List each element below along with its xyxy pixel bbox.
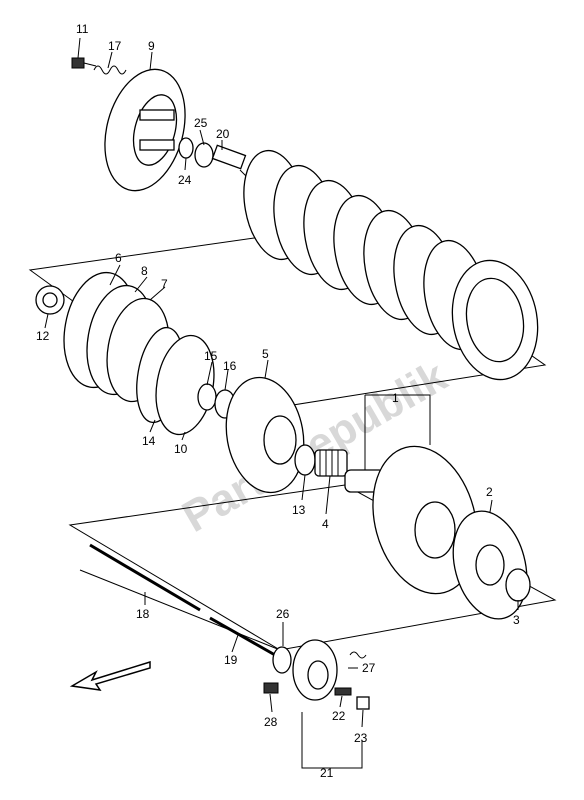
bearing-25 [194,142,214,168]
label-11: 11 [76,22,89,36]
label-23: 23 [354,731,368,745]
label-22: 22 [332,709,346,723]
needle-bearing-4 [314,449,348,477]
label-20: 20 [216,127,230,141]
spring-17 [93,65,127,75]
washer-3 [505,568,531,602]
label-12: 12 [36,329,50,343]
label-17: 17 [108,39,122,53]
label-13: 13 [292,503,306,517]
label-1: 1 [392,391,399,405]
label-18: 18 [136,607,150,621]
label-28: 28 [264,715,278,729]
sleeve-hub-5 [225,376,305,494]
label-26: 26 [276,607,290,621]
pushrod-20 [211,144,247,177]
nut-23 [356,696,370,710]
label-7: 7 [161,277,168,291]
release-cover-21 [292,639,338,701]
clutch-housing-1 [344,445,478,595]
pushrod-18 [89,543,201,612]
front-arrow-icon [69,660,151,691]
label-5: 5 [262,347,269,361]
label-27: 27 [362,661,376,675]
pressure-plate [104,68,186,192]
label-24: 24 [178,173,192,187]
washer-24 [178,137,194,159]
label-14: 14 [142,434,156,448]
label-6: 6 [115,251,122,265]
label-21: 21 [320,766,334,780]
clutch-plate-stack [243,149,539,381]
label-25: 25 [194,116,208,130]
plates-6-8-7 [63,271,170,403]
bolt-11 [71,57,97,69]
screw-22 [334,687,352,696]
leader-lines [44,37,519,769]
nut-12 [35,285,65,315]
label-2: 2 [486,485,493,499]
label-4: 4 [322,517,329,531]
pushrod-19 [209,616,276,657]
label-9: 9 [148,39,155,53]
washer-13 [294,444,316,476]
clutch-housing-frame [68,484,557,651]
label-3: 3 [513,613,520,627]
bolt-28 [263,682,279,694]
washer-15 [197,383,217,411]
label-10: 10 [174,442,188,456]
spring-27 [349,651,367,659]
seal-26 [272,646,292,674]
label-8: 8 [141,264,148,278]
label-16: 16 [223,359,237,373]
label-19: 19 [224,653,238,667]
label-15: 15 [204,349,218,363]
lower-frame [79,569,281,651]
